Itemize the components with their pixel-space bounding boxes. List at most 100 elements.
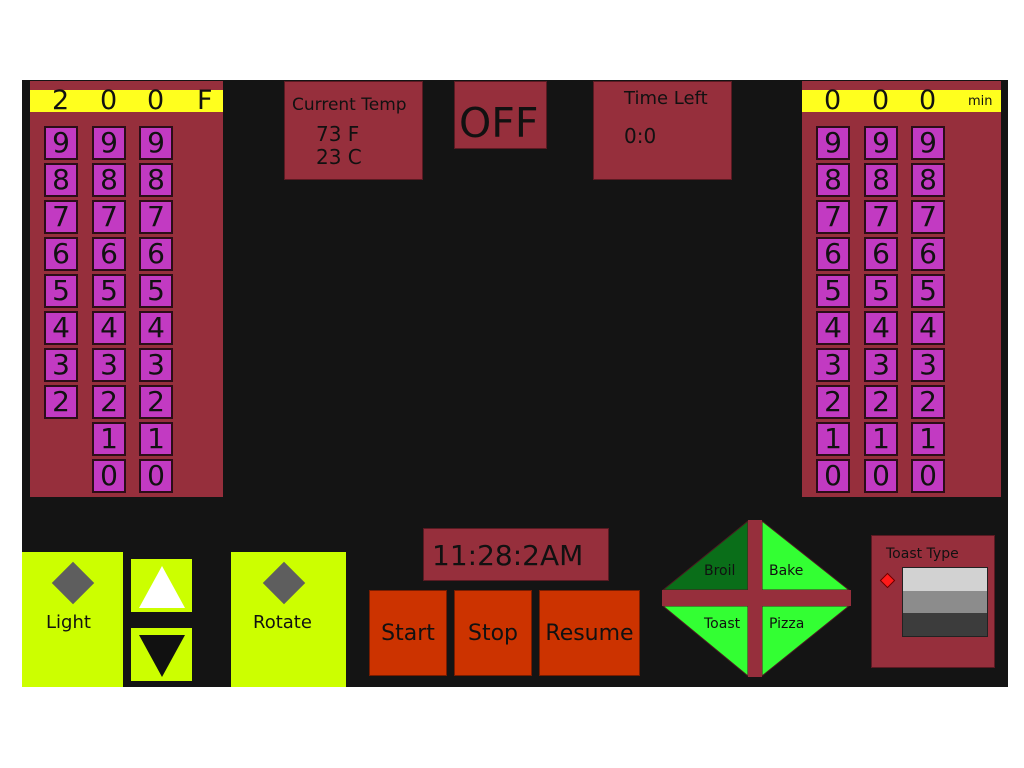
timer-digit-button[interactable]: 7: [911, 200, 945, 234]
toast-type-title: Toast Type: [886, 546, 959, 562]
timer-digit-button[interactable]: 2: [816, 385, 850, 419]
timer-digit-button[interactable]: 0: [864, 459, 898, 493]
rotate-indicator-icon: [262, 561, 306, 605]
timer-digit-button[interactable]: 1: [911, 422, 945, 456]
toast-shade-option[interactable]: [903, 613, 987, 636]
start-button[interactable]: Start: [369, 590, 447, 676]
temperature-digit-button[interactable]: 6: [92, 237, 126, 271]
timer-digit-button[interactable]: 2: [911, 385, 945, 419]
timer-digit-button[interactable]: 8: [911, 163, 945, 197]
timer-digit-button[interactable]: 8: [864, 163, 898, 197]
temperature-digit-button[interactable]: 2: [44, 385, 78, 419]
timer-digit-button[interactable]: 1: [816, 422, 850, 456]
temperature-digit-button[interactable]: 9: [44, 126, 78, 160]
temperature-digit-button[interactable]: 3: [92, 348, 126, 382]
timer-digit-button[interactable]: 3: [864, 348, 898, 382]
temperature-digit-button[interactable]: 8: [139, 163, 173, 197]
light-button[interactable]: Light: [22, 552, 123, 687]
mode-broil-label: Broil: [704, 563, 735, 579]
temperature-digit-button[interactable]: 8: [44, 163, 78, 197]
temperature-digit-button[interactable]: 4: [92, 311, 126, 345]
timer-digit-button[interactable]: 0: [816, 459, 850, 493]
temperature-digit-button[interactable]: 6: [139, 237, 173, 271]
timer-digit-button[interactable]: 9: [911, 126, 945, 160]
light-indicator-icon: [51, 561, 95, 605]
temperature-digit-button[interactable]: 0: [139, 459, 173, 493]
clock-display: 11:28:2AM: [423, 528, 609, 581]
rotate-button[interactable]: Rotate: [231, 552, 346, 687]
power-status-panel: OFF: [454, 81, 547, 149]
time-left-title: Time Left: [624, 88, 708, 109]
temperature-digit-button[interactable]: 9: [139, 126, 173, 160]
stop-button[interactable]: Stop: [454, 590, 532, 676]
current-temp-fahrenheit: 73 F: [316, 122, 360, 146]
temperature-digit-button[interactable]: 6: [44, 237, 78, 271]
timer-digit-button[interactable]: 8: [816, 163, 850, 197]
temperature-digit-button[interactable]: 3: [139, 348, 173, 382]
timer-digit-button[interactable]: 3: [816, 348, 850, 382]
timer-digit-button[interactable]: 4: [864, 311, 898, 345]
toast-shade-selector-icon: [879, 572, 896, 589]
increase-button[interactable]: [131, 559, 192, 612]
light-label: Light: [46, 612, 91, 633]
mode-bake-label: Bake: [769, 563, 803, 579]
timer-digit-button[interactable]: 5: [911, 274, 945, 308]
mode-toast-label: Toast: [703, 616, 741, 632]
rotate-label: Rotate: [253, 612, 312, 633]
temperature-digit-button[interactable]: 3: [44, 348, 78, 382]
timer-digit-button[interactable]: 5: [864, 274, 898, 308]
temperature-digit-tens: 0: [100, 85, 118, 116]
temperature-digit-button[interactable]: 0: [92, 459, 126, 493]
decrease-button[interactable]: [131, 628, 192, 681]
temperature-digit-button[interactable]: 1: [139, 422, 173, 456]
temperature-digit-button[interactable]: 7: [44, 200, 78, 234]
timer-digit-button[interactable]: 6: [816, 237, 850, 271]
timer-digit-button[interactable]: 7: [816, 200, 850, 234]
timer-digit-button[interactable]: 6: [911, 237, 945, 271]
temperature-digit-button[interactable]: 9: [92, 126, 126, 160]
timer-digit-button[interactable]: 7: [864, 200, 898, 234]
timer-display: 0 0 0 min: [802, 85, 1001, 116]
temperature-unit: F: [197, 85, 213, 116]
timer-digit-button[interactable]: 6: [864, 237, 898, 271]
timer-digit-button[interactable]: 9: [864, 126, 898, 160]
temperature-digit-button[interactable]: 4: [44, 311, 78, 345]
up-arrow-icon: [139, 566, 185, 608]
temperature-digit-button[interactable]: 5: [139, 274, 173, 308]
time-left-panel: Time Left 0:0: [593, 81, 732, 180]
temperature-digit-button[interactable]: 5: [92, 274, 126, 308]
timer-digit-button[interactable]: 4: [911, 311, 945, 345]
temperature-digit-button[interactable]: 8: [92, 163, 126, 197]
timer-digit-hundreds: 0: [824, 85, 842, 116]
temperature-digit-button[interactable]: 5: [44, 274, 78, 308]
timer-digit-button[interactable]: 9: [816, 126, 850, 160]
current-temp-panel: Current Temp 73 F 23 C: [284, 81, 423, 180]
power-status: OFF: [459, 99, 539, 147]
timer-digit-button[interactable]: 0: [911, 459, 945, 493]
current-temp-title: Current Temp: [292, 95, 407, 115]
mode-broil[interactable]: [662, 520, 749, 591]
resume-button[interactable]: Resume: [539, 590, 640, 676]
timer-digit-button[interactable]: 5: [816, 274, 850, 308]
timer-digit-button[interactable]: 3: [911, 348, 945, 382]
time-left-value: 0:0: [624, 124, 657, 148]
toast-shade-option[interactable]: [903, 590, 987, 614]
temperature-digit-button[interactable]: 7: [139, 200, 173, 234]
down-arrow-icon: [139, 635, 185, 677]
temperature-digit-ones: 0: [147, 85, 165, 116]
mode-bake[interactable]: [761, 520, 851, 591]
temperature-digit-button[interactable]: 2: [92, 385, 126, 419]
timer-digit-tens: 0: [872, 85, 890, 116]
temperature-digit-button[interactable]: 2: [139, 385, 173, 419]
temperature-digit-button[interactable]: 4: [139, 311, 173, 345]
temperature-digit-button[interactable]: 1: [92, 422, 126, 456]
timer-digit-button[interactable]: 4: [816, 311, 850, 345]
toast-shade-option[interactable]: [903, 568, 987, 591]
temperature-digit-button[interactable]: 7: [92, 200, 126, 234]
cooking-mode-selector: Broil Bake Toast Pizza: [662, 520, 851, 677]
toast-shade-list: [902, 567, 988, 637]
timer-digit-button[interactable]: 2: [864, 385, 898, 419]
timer-digit-button[interactable]: 1: [864, 422, 898, 456]
